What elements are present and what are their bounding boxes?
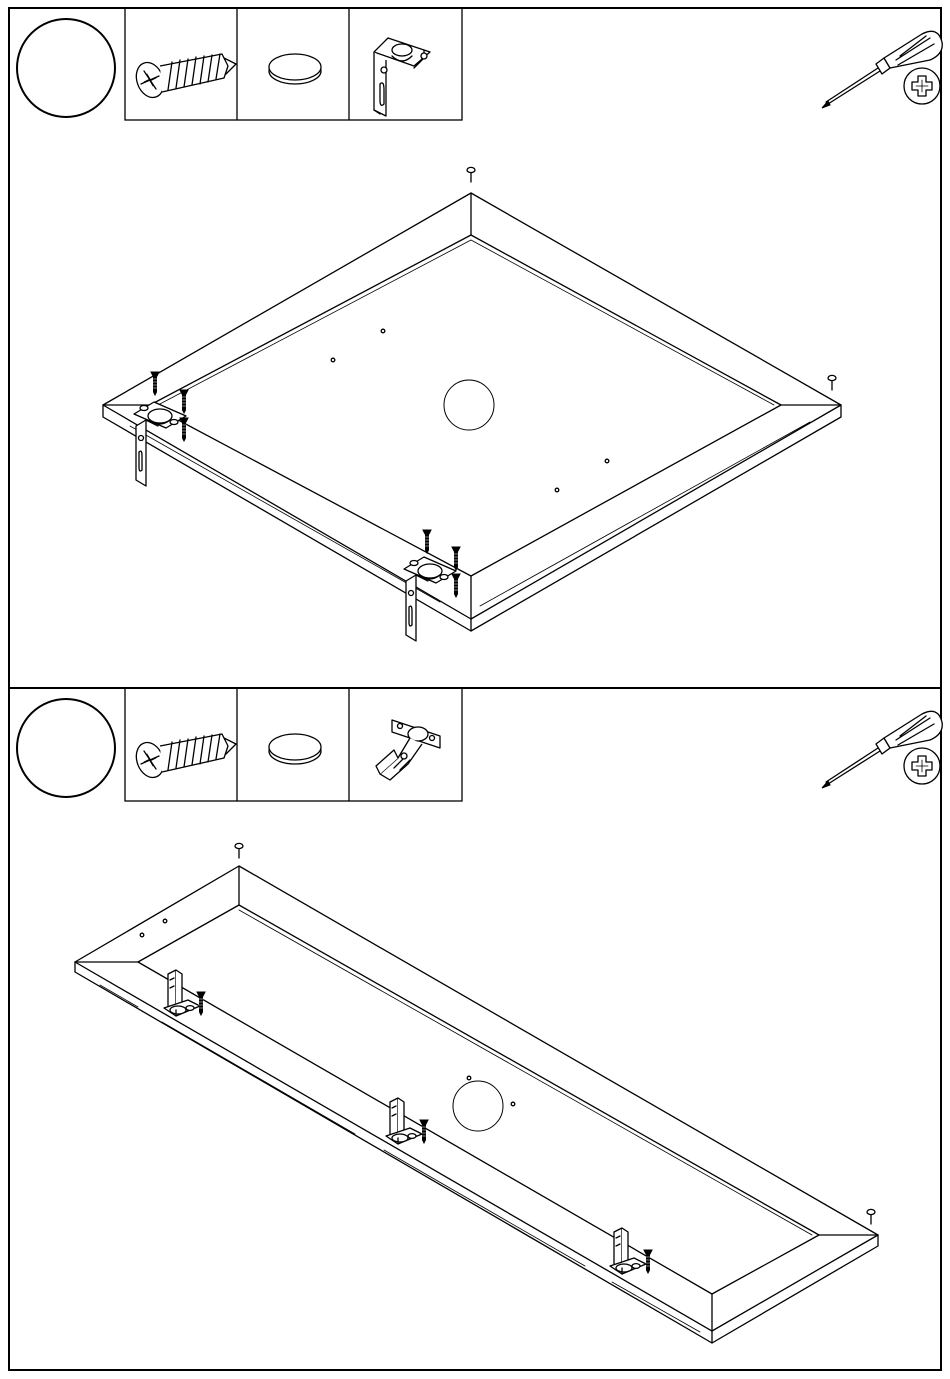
step-2-callout-circle [453, 1081, 503, 1131]
step-1-panel [9, 8, 942, 688]
screw-icon [132, 54, 236, 101]
frame-panel-square [103, 193, 841, 631]
frame-panel-long [75, 866, 878, 1343]
screw-icon [132, 734, 236, 781]
step-2-number-circle [17, 699, 115, 797]
hinge-bracket-icon [374, 38, 430, 116]
screwdriver-icon [822, 711, 942, 788]
cap-icon [269, 734, 321, 764]
corner-cap-icon [867, 1209, 875, 1224]
screwdriver-icon [822, 31, 942, 108]
step-1-number-circle [17, 19, 115, 117]
corner-cap-icon [828, 375, 836, 390]
corner-cap-icon [235, 843, 243, 858]
step-2-panel [9, 688, 942, 1370]
cap-icon [269, 54, 321, 84]
angled-hinge-bracket-icon [376, 720, 440, 780]
step-1-parts-table [125, 8, 462, 120]
step-1-callout-circle [444, 380, 494, 430]
step-2-parts-table [125, 688, 462, 801]
corner-cap-icon [467, 167, 475, 182]
